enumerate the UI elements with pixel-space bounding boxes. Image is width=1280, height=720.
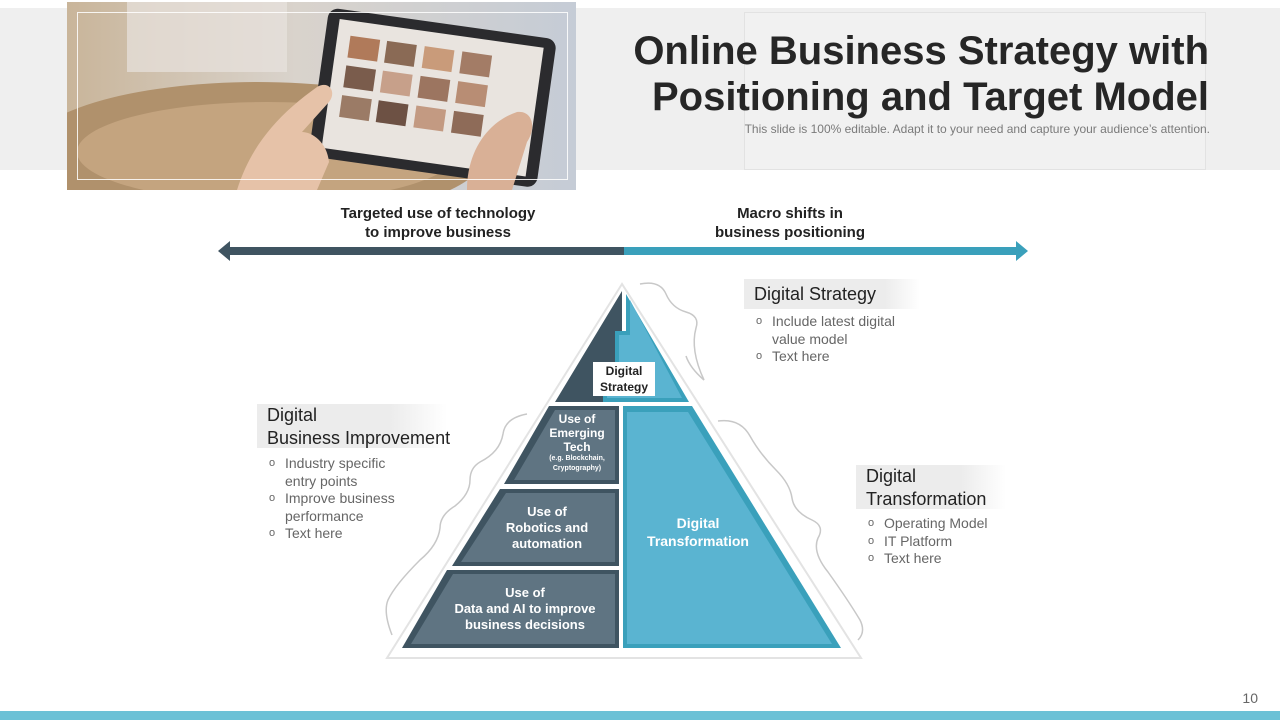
list-item-text: Operating Model	[884, 515, 988, 531]
tier2-line1: Use of	[490, 504, 604, 520]
arrow-left-head	[218, 241, 230, 261]
strategy-label-line2: Strategy	[593, 379, 655, 395]
transformation-heading-line1: Digital	[866, 465, 986, 488]
list-item-text: Text here	[884, 550, 942, 566]
list-item-text: performance	[285, 508, 364, 524]
list-item: performance	[268, 508, 438, 526]
list-item: o Improve business	[268, 490, 438, 508]
tier1-small-line2: Cryptography)	[538, 464, 616, 473]
list-item: o Include latest digital	[755, 313, 925, 331]
strategy-label-line1: Digital	[593, 363, 655, 379]
tier2-label: Use of Robotics and automation	[490, 504, 604, 552]
list-item: entry points	[268, 473, 438, 491]
tier3-line3: business decisions	[440, 617, 610, 633]
transformation-label: Digital Transformation	[634, 514, 762, 550]
list-item: value model	[755, 331, 925, 349]
tier3-line2: Data and AI to improve	[440, 601, 610, 617]
list-item: o IT Platform	[867, 533, 1037, 551]
double-headed-arrow-icon	[218, 241, 1028, 261]
improvement-callout-heading: Digital Business Improvement	[257, 404, 450, 450]
transformation-heading-line2: Transformation	[866, 488, 986, 511]
list-item: o Industry specific	[268, 455, 438, 473]
arrow-left-shaft	[228, 247, 624, 255]
tier1-label: Use of Emerging Tech (e.g. Blockchain, C…	[538, 412, 616, 473]
list-item-text: value model	[772, 331, 848, 347]
tier1-line2: Emerging	[538, 426, 616, 440]
list-item: o Text here	[268, 525, 438, 543]
list-item: o Text here	[867, 550, 1037, 568]
bottom-accent-bar	[0, 711, 1280, 720]
list-item-text: Improve business	[285, 490, 395, 506]
list-item-text: Text here	[285, 525, 343, 541]
strategy-callout-heading: Digital Strategy	[744, 283, 876, 306]
arrow-right-head	[1016, 241, 1028, 261]
tier2-line3: automation	[490, 536, 604, 552]
list-item: o Text here	[755, 348, 925, 366]
list-item-text: entry points	[285, 473, 357, 489]
tier3-line1: Use of	[440, 585, 610, 601]
circle-bullet-icon: o	[868, 515, 874, 533]
circle-bullet-icon: o	[269, 455, 275, 473]
transformation-line1: Digital	[634, 514, 762, 532]
circle-bullet-icon: o	[868, 533, 874, 551]
list-item: o Operating Model	[867, 515, 1037, 533]
circle-bullet-icon: o	[756, 348, 762, 366]
circle-bullet-icon: o	[269, 525, 275, 543]
page-number: 10	[1242, 690, 1258, 706]
list-item-text: Text here	[772, 348, 830, 364]
tier1-small-line1: (e.g. Blockchain,	[538, 454, 616, 464]
improvement-heading-line1: Digital	[267, 404, 450, 427]
transformation-line2: Transformation	[634, 532, 762, 550]
circle-bullet-icon: o	[269, 490, 275, 508]
circle-bullet-icon: o	[868, 550, 874, 568]
strategy-label: Digital Strategy	[593, 363, 655, 395]
list-item-text: Industry specific	[285, 455, 385, 471]
tier1-line1: Use of	[538, 412, 616, 426]
circle-bullet-icon: o	[756, 313, 762, 331]
transformation-callout-heading: Digital Transformation	[856, 465, 986, 511]
list-item-text: IT Platform	[884, 533, 952, 549]
improvement-heading-line2: Business Improvement	[267, 427, 450, 450]
tier1-line3: Tech	[538, 440, 616, 454]
tier2-line2: Robotics and	[490, 520, 604, 536]
list-item-text: Include latest digital	[772, 313, 895, 329]
arrow-right-shaft	[624, 247, 1018, 255]
tier3-label: Use of Data and AI to improve business d…	[440, 585, 610, 633]
